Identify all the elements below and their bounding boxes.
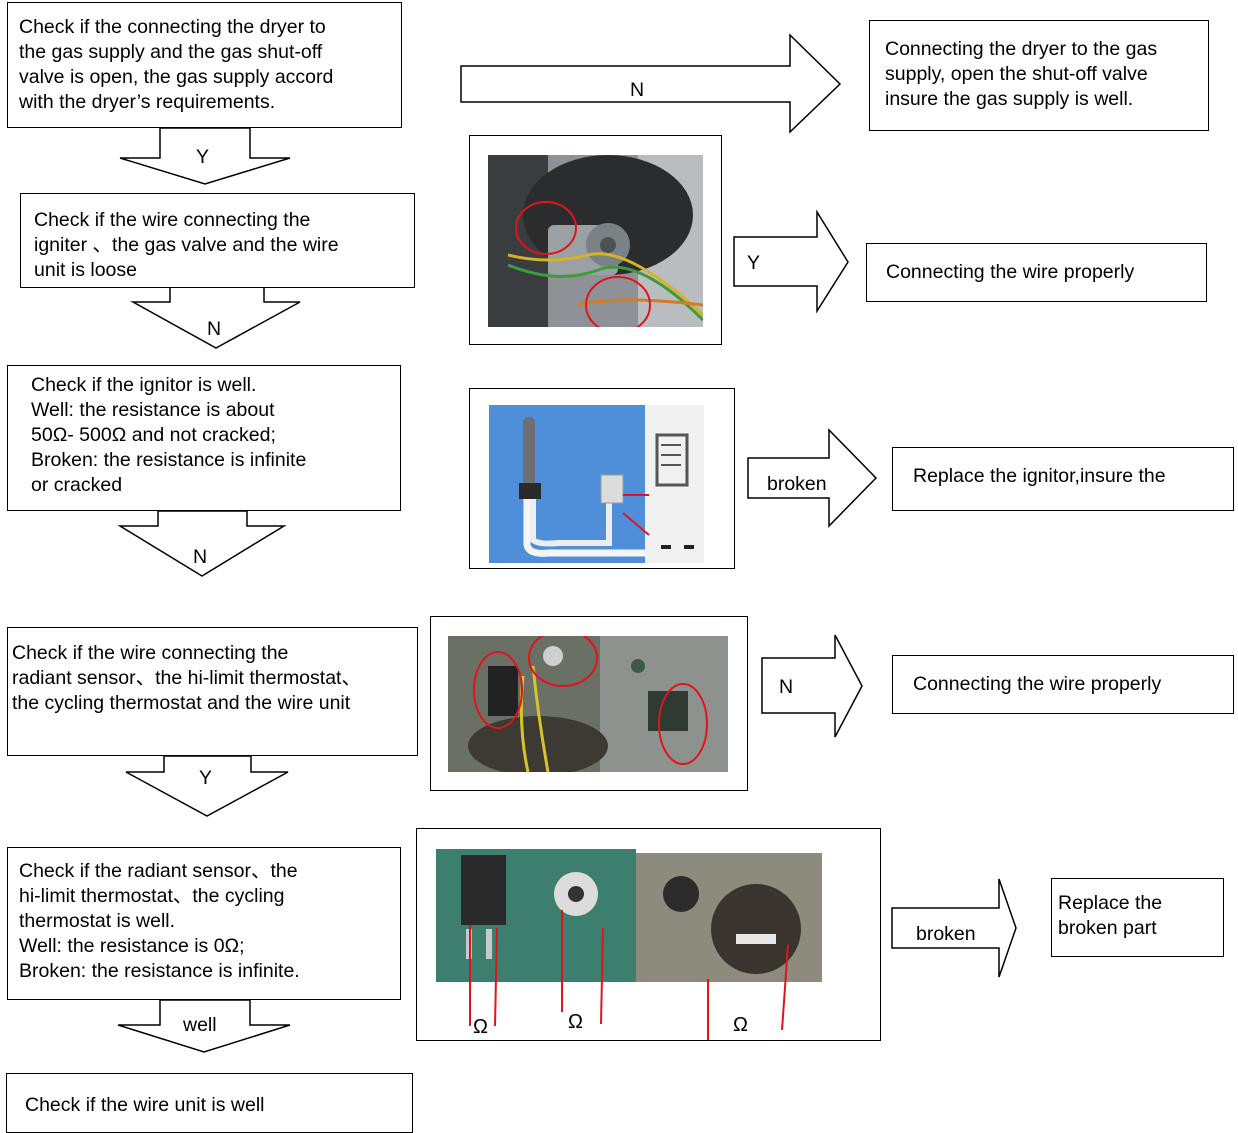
ohm-symbol-3: Ω bbox=[733, 1014, 748, 1036]
down-arrow-5 bbox=[117, 999, 291, 1053]
action-box-sensor-wiring: Connecting the wire properly bbox=[892, 655, 1234, 714]
check-box-igniter-wiring: Check if the wire connecting the igniter… bbox=[20, 193, 415, 288]
down-label-5: well bbox=[183, 1014, 217, 1036]
right-arrow-4 bbox=[761, 634, 863, 738]
action-box-gas-supply: Connecting the dryer to the gas supply, … bbox=[869, 20, 1209, 131]
action-box-igniter-wiring: Connecting the wire properly bbox=[866, 243, 1207, 302]
right-arrow-5 bbox=[891, 878, 1017, 978]
branch-label-5: broken bbox=[916, 923, 976, 945]
ignitor-photo bbox=[489, 405, 704, 563]
branch-label-2: Y bbox=[747, 252, 761, 274]
down-label-1: Y bbox=[196, 146, 210, 168]
gas-valve-photo bbox=[488, 155, 703, 327]
down-arrow-4 bbox=[125, 755, 289, 817]
check-box-gas-supply: Check if the connecting the dryer to the… bbox=[7, 2, 402, 128]
check-box-sensor-resistance: Check if the radiant sensor、the hi-limit… bbox=[7, 847, 401, 1000]
branch-label-4: N bbox=[779, 676, 794, 698]
down-arrow-3 bbox=[117, 510, 287, 577]
down-label-4: Y bbox=[199, 767, 213, 789]
sensor-wiring-photo bbox=[448, 636, 728, 772]
right-arrow-2 bbox=[733, 209, 849, 314]
down-arrow-2 bbox=[130, 286, 301, 349]
ohm-symbol-2: Ω bbox=[568, 1011, 583, 1033]
down-label-2: N bbox=[207, 318, 222, 340]
ohm-symbol-1: Ω bbox=[473, 1016, 488, 1038]
check-box-ignitor: Check if the ignitor is well. Well: the … bbox=[7, 365, 401, 511]
right-arrow-1 bbox=[460, 33, 842, 134]
sensors-photo bbox=[436, 849, 822, 982]
check-box-sensor-wiring: Check if the wire connecting the radiant… bbox=[7, 627, 418, 756]
down-arrow-1 bbox=[119, 127, 291, 185]
action-box-replace-part: Replace the broken part bbox=[1051, 878, 1224, 957]
action-box-replace-ignitor: Replace the ignitor,insure the bbox=[892, 447, 1234, 511]
down-label-3: N bbox=[193, 546, 208, 568]
branch-label-1: N bbox=[630, 79, 645, 101]
check-box-wire-unit: Check if the wire unit is well bbox=[6, 1073, 413, 1133]
right-arrow-3 bbox=[747, 428, 878, 528]
branch-label-3: broken bbox=[767, 473, 827, 495]
